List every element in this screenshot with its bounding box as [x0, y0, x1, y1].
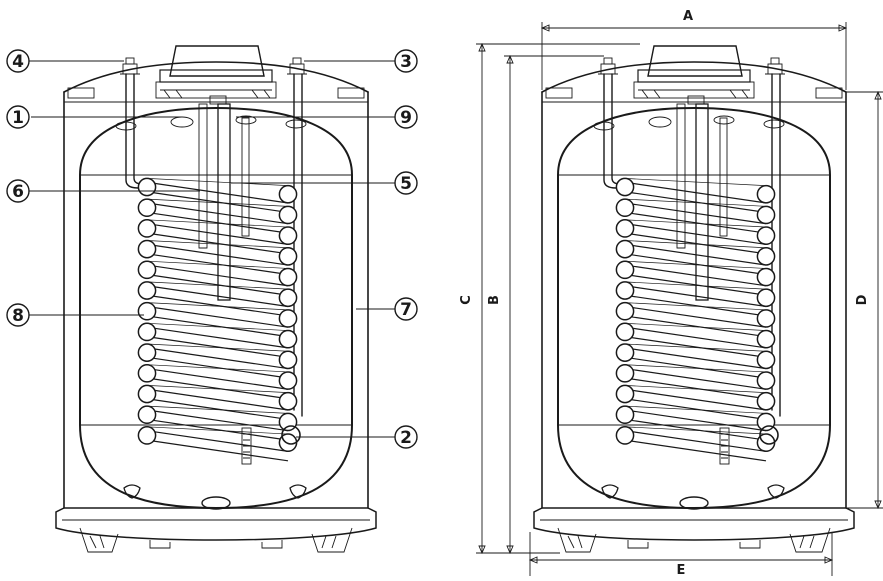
callout-7: 7 [394, 297, 418, 321]
dimension-e-label: E [677, 563, 686, 576]
callout-2-label: 2 [400, 428, 412, 448]
dimension-b-label: B [487, 295, 502, 305]
callout-9-label: 9 [400, 108, 412, 128]
dimension-d-label: D [855, 294, 870, 305]
dimension-lines: A C B D E [459, 9, 883, 578]
callout-5-label: 5 [400, 174, 412, 194]
callout-4-label: 4 [12, 52, 24, 72]
callouts: 4 1 6 8 3 9 5 7 [6, 49, 418, 449]
tank-right-view [533, 45, 855, 553]
callout-9: 9 [394, 105, 418, 129]
callout-4: 4 [6, 49, 30, 73]
callout-1-label: 1 [12, 108, 24, 128]
dimension-a-label: A [683, 9, 693, 24]
callout-5: 5 [394, 171, 418, 195]
dimension-c-label: C [459, 295, 474, 305]
callout-6: 6 [6, 179, 30, 203]
callout-8-label: 8 [12, 306, 24, 326]
callout-3: 3 [394, 49, 418, 73]
callout-3-label: 3 [400, 52, 412, 72]
callout-1: 1 [6, 105, 30, 129]
callout-2: 2 [394, 425, 418, 449]
callout-6-label: 6 [12, 182, 24, 202]
tank-left-view [55, 45, 377, 553]
callout-7-label: 7 [400, 300, 412, 320]
callout-8: 8 [6, 303, 30, 327]
